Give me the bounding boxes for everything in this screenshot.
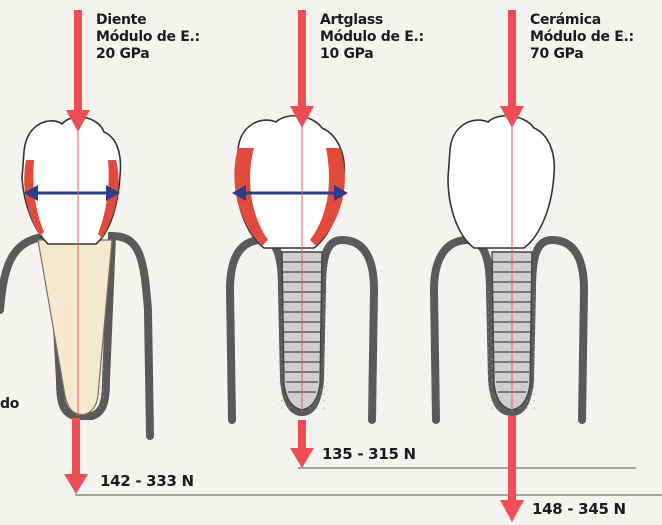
edge-fragment-label: do — [0, 396, 19, 413]
panel-2-material-label: Artglass — [320, 12, 383, 29]
panel-3-modulus-value: 70 GPa — [530, 46, 583, 63]
panel-3-material-label: Cerámica — [530, 12, 601, 29]
force-arrow-bottom-2 — [290, 420, 314, 468]
panel-1-material-label: Diente — [96, 12, 146, 29]
panel-artglass — [230, 10, 374, 468]
panel-1-modulus-value: 20 GPa — [96, 46, 149, 63]
panel-ceramica — [434, 10, 584, 522]
force-arrow-top-3 — [500, 10, 524, 128]
panel-1-modulus-label: Módulo de E.: — [96, 29, 200, 46]
panel-2-modulus-label: Módulo de E.: — [320, 29, 424, 46]
force-arrow-bottom-1 — [64, 418, 88, 494]
panel-3-force-range: 148 - 345 N — [532, 500, 626, 518]
panel-3-modulus-label: Módulo de E.: — [530, 29, 634, 46]
panel-2-force-range: 135 - 315 N — [322, 445, 416, 463]
tooth-crown-3 — [448, 116, 554, 248]
panel-2-modulus-value: 10 GPa — [320, 46, 373, 63]
panel-1-force-range: 142 - 333 N — [100, 472, 194, 490]
force-arrow-top-1 — [66, 10, 90, 132]
panel-tooth — [0, 10, 150, 494]
force-arrow-bottom-3 — [500, 416, 524, 522]
force-arrow-top-2 — [290, 10, 314, 128]
